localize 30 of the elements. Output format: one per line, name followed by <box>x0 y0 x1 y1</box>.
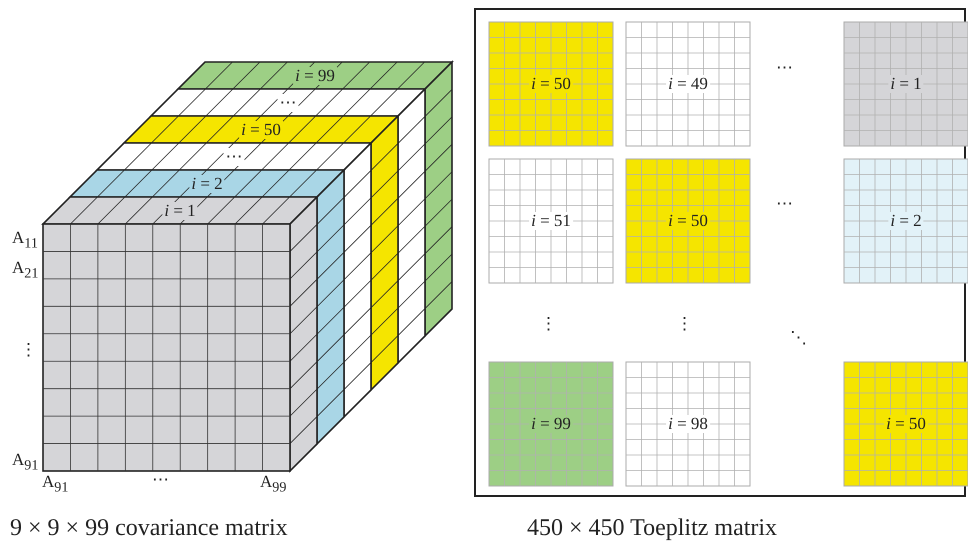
matrix-panel <box>474 8 966 497</box>
column-label: A$_{91}$ <box>42 472 68 498</box>
column-label: A$_{99}$ <box>260 472 286 498</box>
index-label: i = 98 <box>666 415 710 433</box>
index-label: i = 2 <box>888 212 924 230</box>
index-label: i = 50 <box>529 75 573 93</box>
ellipsis: ⋯ <box>776 194 793 214</box>
index-label: i = 50 <box>239 120 283 138</box>
ellipsis: ⋯ <box>152 470 169 490</box>
index-label: i = 99 <box>529 415 573 433</box>
ellipsis: ⋱ <box>790 328 807 348</box>
ellipsis: ⋮ <box>676 314 693 334</box>
index-label: i = 1 <box>162 202 198 220</box>
caption: 450 × 450 Toeplitz matrix <box>527 514 778 542</box>
caption: 9 × 9 × 99 covariance matrix <box>10 514 288 542</box>
index-label: i = 51 <box>529 212 573 230</box>
index-label: i = 1 <box>888 75 924 93</box>
index-label: ⋯ <box>278 94 298 112</box>
ellipsis: ⋮ <box>540 314 557 334</box>
index-label: i = 50 <box>666 212 710 230</box>
row-label: A$_{21}$ <box>12 258 38 284</box>
index-label: ⋯ <box>224 148 244 166</box>
index-label: i = 50 <box>884 415 928 433</box>
row-label: A$_{91}$ <box>12 450 38 476</box>
row-label: A$_{11}$ <box>12 228 38 254</box>
ellipsis: ⋯ <box>776 58 793 78</box>
index-label: i = 99 <box>293 66 337 84</box>
index-label: i = 2 <box>189 174 225 192</box>
ellipsis: ⋮ <box>20 340 37 360</box>
index-label: i = 49 <box>666 75 710 93</box>
